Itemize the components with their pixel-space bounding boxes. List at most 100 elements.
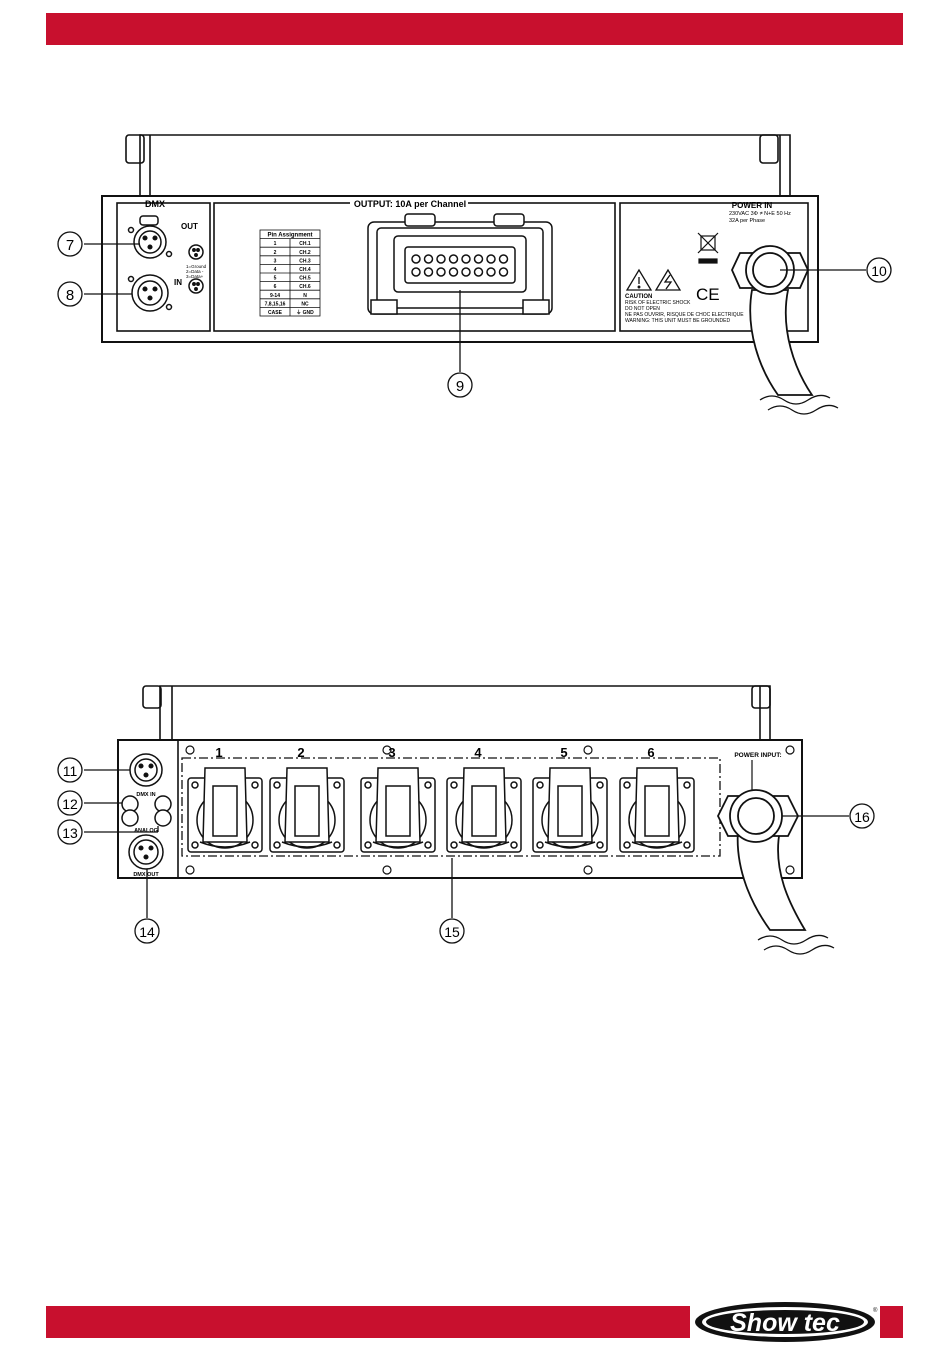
callout-9: 9 — [456, 378, 464, 395]
pin-note-data-minus: 2=Data - — [186, 269, 204, 274]
callout-14: 14 — [139, 924, 155, 940]
caution-line-1: CAUTION — [625, 294, 652, 300]
socket-lid-window — [471, 785, 497, 837]
caution-line-3: DO NOT OPEN — [625, 306, 660, 312]
multipin-contact — [498, 267, 509, 277]
socket-screw-icon — [623, 781, 631, 789]
pin-table-channel: N — [303, 293, 307, 299]
channel-number: 2 — [297, 745, 304, 760]
multipin-contact — [436, 267, 446, 277]
logo-registered-mark: ® — [873, 1307, 878, 1314]
pin-table-pin: 3 — [274, 258, 277, 264]
socket-screw-icon — [510, 781, 518, 789]
socket-lid-edge — [372, 841, 424, 848]
pin-table-pin: 2 — [274, 250, 277, 256]
socket-lid-window — [385, 785, 411, 837]
multipin-contact — [461, 254, 471, 264]
output-title: OUTPUT: 10A per Channel — [354, 199, 466, 209]
pin-table-channel: CH.5 — [299, 276, 311, 282]
top-header-band — [46, 13, 903, 45]
pin-note-data-plus: 3=Data+ — [186, 274, 204, 279]
socket-screw-icon — [683, 841, 691, 849]
schuko-socket — [360, 767, 436, 853]
schuko-socket — [446, 767, 522, 853]
dmx-title: DMX — [145, 199, 165, 209]
channel-number: 5 — [560, 745, 567, 760]
multipin-contact — [448, 267, 459, 277]
schuko-socket — [532, 767, 608, 853]
panel-screws-bottom — [185, 745, 795, 875]
multipin-contact — [498, 254, 509, 264]
channel-number: 6 — [647, 745, 654, 760]
socket-lid-edge — [199, 841, 251, 848]
caution-warning-icon — [625, 268, 653, 291]
schuko-socket — [269, 767, 345, 853]
power-input-label: POWER INPUT: — [734, 752, 781, 759]
socket-screw-icon — [273, 781, 281, 789]
weee-bin-icon — [697, 232, 719, 264]
multipin-contact — [448, 254, 459, 264]
caution-line-2: RISK OF ELECTRIC SHOCK — [625, 300, 691, 306]
socket-screw-icon — [191, 781, 199, 789]
socket-screw-icon — [333, 781, 341, 789]
pin-table-pin: 5 — [274, 276, 277, 282]
multipin-contact — [486, 267, 496, 277]
socket-lid-edge — [631, 841, 683, 848]
socket-screw-icon — [191, 841, 199, 849]
pin-table-channel: CH.4 — [299, 267, 311, 273]
pin-table-channel: CH.3 — [299, 258, 311, 264]
power-cable-bottom — [716, 760, 835, 955]
analog-label: ANALOG — [134, 828, 158, 834]
dmx-out-label: OUT — [181, 222, 198, 231]
socket-screw-icon — [364, 841, 372, 849]
caution-line-5: WARNING: THIS UNIT MUST BE GROUNDED — [625, 318, 730, 324]
dmx-in-label: IN — [174, 278, 182, 287]
schuko-socket — [619, 767, 695, 853]
multipin-contact — [461, 267, 471, 277]
callouts-top — [57, 231, 892, 398]
pin-table-pin: CASE — [268, 310, 283, 316]
schuko-sockets — [187, 767, 695, 853]
callouts-bottom — [57, 757, 875, 944]
multipin-contact — [473, 267, 484, 277]
socket-screw-icon — [364, 781, 372, 789]
socket-lid-edge — [544, 841, 596, 848]
multipin-contact — [411, 267, 421, 277]
showtec-logo: Show tec ® — [695, 1302, 878, 1342]
callout-11: 11 — [63, 763, 78, 779]
socket-screw-icon — [536, 781, 544, 789]
pin-table-pin: 7,8,15,16 — [265, 301, 286, 307]
caution-line-4: NE PAS OUVRIR, RISQUE DE CHOC ELECTRIQUE — [625, 312, 744, 318]
socket-lid-window — [644, 785, 670, 837]
channel-number: 1 — [215, 745, 222, 760]
callout-15: 15 — [444, 924, 460, 940]
socket-screw-icon — [424, 781, 432, 789]
callout-12: 12 — [62, 796, 78, 812]
dmx-analog-connectors-bottom — [121, 753, 172, 870]
ce-mark: CE — [696, 285, 720, 304]
channel-number: 3 — [388, 745, 395, 760]
pin-table-channel: NC — [301, 301, 309, 307]
multipin-contact — [423, 267, 434, 277]
socket-screw-icon — [510, 841, 518, 849]
socket-screw-icon — [333, 841, 341, 849]
socket-screw-icon — [251, 841, 259, 849]
socket-lid-window — [557, 785, 583, 837]
callout-8: 8 — [66, 287, 74, 304]
multipin-contact — [436, 254, 446, 264]
pin-table-channel: ⏚ GND — [296, 309, 314, 316]
socket-lid-window — [212, 785, 238, 837]
multipin-contact — [473, 254, 484, 264]
callout-7: 7 — [66, 237, 74, 254]
socket-screw-icon — [251, 781, 259, 789]
socket-screw-icon — [450, 841, 458, 849]
pin-note-ground: 1=Ground — [186, 264, 207, 269]
output-title-bg — [350, 199, 468, 209]
logo-text: Show tec — [730, 1309, 840, 1337]
socket-lid-edge — [281, 841, 333, 848]
schuko-socket — [187, 767, 263, 853]
socket-screw-icon — [596, 841, 604, 849]
